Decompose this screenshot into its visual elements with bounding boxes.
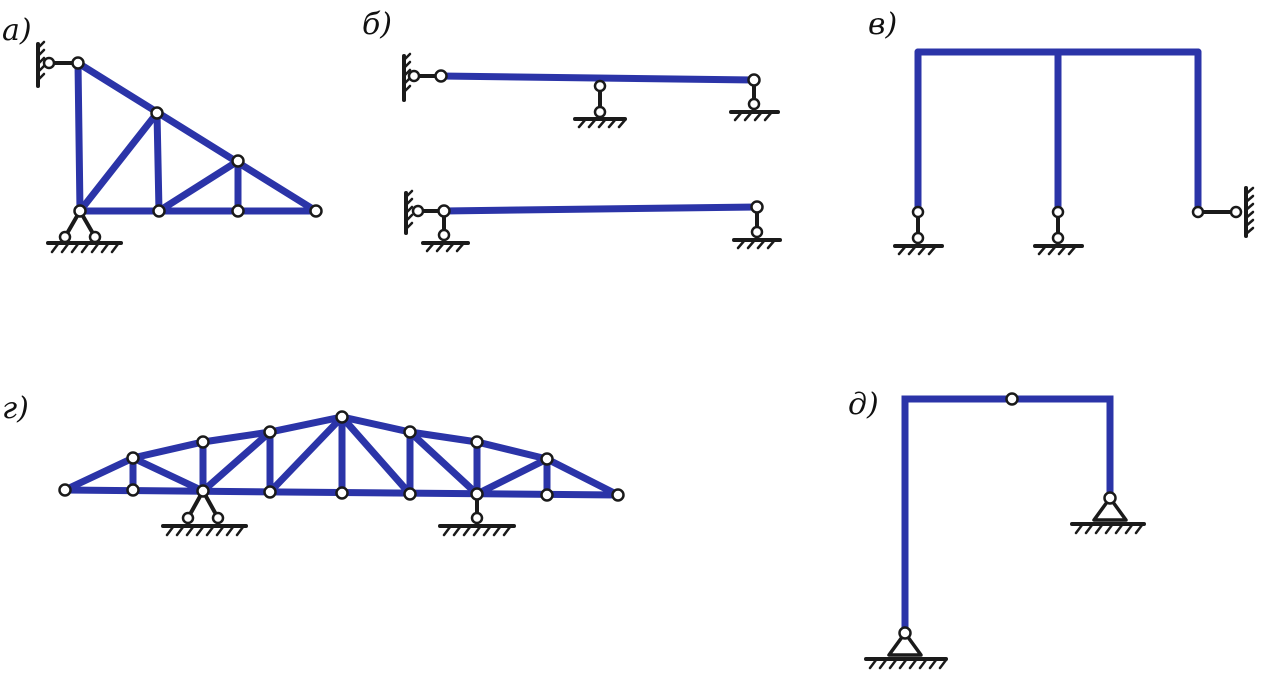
scheme-d-frame — [864, 392, 1146, 670]
scheme-g-truss — [58, 410, 625, 537]
label-v: в) — [868, 7, 897, 42]
label-a: а) — [2, 13, 32, 48]
scheme-b-beam-bottom — [404, 189, 782, 253]
label-d: д) — [848, 387, 879, 422]
scheme-a-truss — [36, 40, 323, 254]
label-g: г) — [2, 391, 29, 426]
label-b: б) — [362, 7, 392, 42]
scheme-b-beam-top — [402, 52, 780, 129]
scheme-v-frame — [893, 48, 1255, 256]
